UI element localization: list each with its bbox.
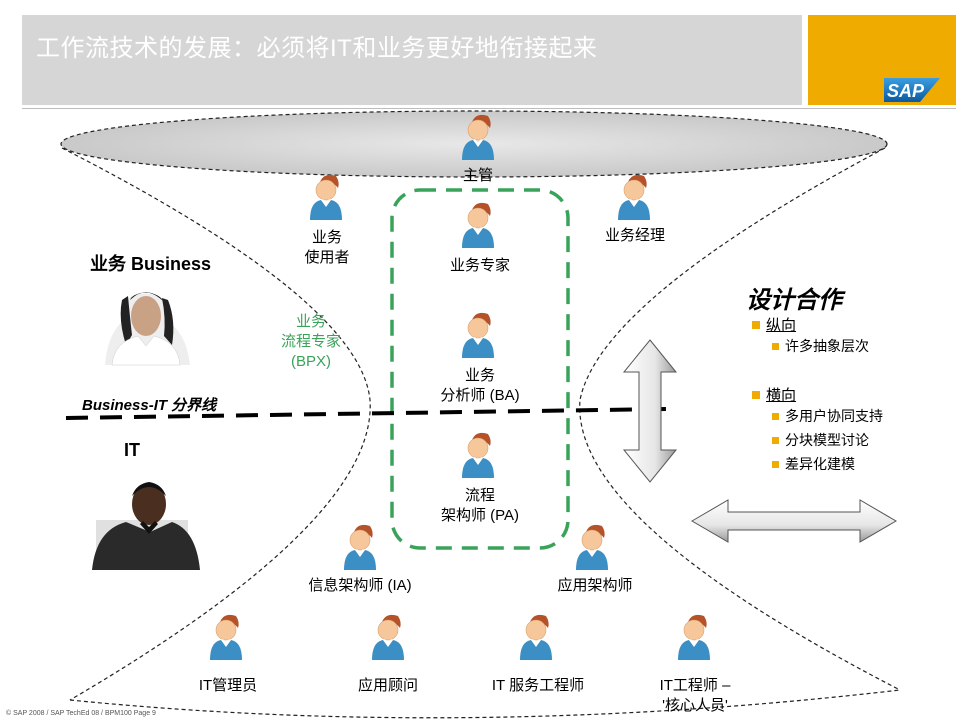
funnel-right-edge bbox=[579, 147, 901, 691]
business-user-line1: 业务 bbox=[311, 229, 342, 246]
app-consultant-label: 应用顾问 bbox=[357, 677, 418, 694]
it-engineer-line2: '核心人员' bbox=[662, 697, 728, 714]
app-architect-person-icon bbox=[575, 524, 609, 571]
analyst-line1: 业务 bbox=[464, 367, 495, 384]
horizontal-item-2: 分块模型讨论 bbox=[772, 430, 869, 450]
business-zone-label: 业务 Business bbox=[90, 254, 212, 274]
app-architect-label: 应用架构师 bbox=[557, 577, 633, 594]
business-user-label: 业务 使用者 bbox=[292, 228, 362, 268]
process-architect-label: 流程 架构师 (PA) bbox=[410, 486, 550, 526]
businesswoman-photo bbox=[105, 292, 190, 366]
horizontal-label: 横向 bbox=[766, 387, 797, 404]
bpx-label: 业务 流程专家 (BPX) bbox=[266, 312, 356, 372]
collaboration-zone bbox=[390, 188, 570, 550]
horizontal-item-1: 多用户协同支持 bbox=[772, 406, 883, 426]
slide-title: 工作流技术的发展：必须将IT和业务更好地衔接起来 bbox=[36, 35, 598, 62]
vertical-item-1: 许多抽象层次 bbox=[772, 336, 869, 356]
bottom-ellipse bbox=[69, 689, 901, 719]
bpx-line1: 业务 bbox=[295, 313, 326, 330]
it-admin-person-icon bbox=[209, 614, 243, 661]
info-architect-person-icon bbox=[343, 524, 377, 571]
horizontal-double-arrow bbox=[691, 499, 897, 543]
vertical-item-text: 许多抽象层次 bbox=[785, 338, 869, 354]
business-expert-label: 业务专家 bbox=[449, 257, 510, 274]
it-engineer-person-icon bbox=[677, 614, 711, 661]
supervisor-label: 主管 bbox=[462, 167, 493, 184]
header-divider bbox=[22, 108, 956, 109]
horizontal-bullet: 横向 bbox=[752, 384, 796, 405]
analyst-label: 业务 分析师 (BA) bbox=[420, 366, 540, 406]
process-architect-person-icon bbox=[461, 432, 495, 479]
process-architect-line2: 架构师 (PA) bbox=[440, 507, 520, 524]
app-consultant-person-icon bbox=[371, 614, 405, 661]
it-service-engineer-label: IT 服务工程师 bbox=[491, 677, 585, 694]
vertical-label: 纵向 bbox=[766, 317, 797, 334]
sub-bullet-icon bbox=[772, 343, 779, 350]
copyright-footer: © SAP 2008 / SAP TechEd 08 / BPM100 Page… bbox=[6, 710, 156, 717]
it-admin-label: IT管理员 bbox=[198, 677, 258, 694]
business-manager-person-icon bbox=[617, 174, 651, 221]
it-engineer-label: IT工程师 – '核心人员' bbox=[630, 676, 760, 716]
bullet-square-icon bbox=[752, 321, 760, 329]
business-user-person-icon bbox=[309, 174, 343, 221]
analyst-person-icon bbox=[461, 312, 495, 359]
brand-block bbox=[808, 15, 956, 105]
logo-text: SAP bbox=[887, 81, 925, 101]
design-cooperation-title: 设计合作 bbox=[746, 287, 842, 314]
funnel-left-edge bbox=[61, 147, 371, 701]
horizontal-item-text: 差异化建模 bbox=[785, 456, 855, 472]
bpx-line3: (BPX) bbox=[290, 353, 331, 370]
horizontal-item-text: 多用户协同支持 bbox=[785, 408, 883, 424]
it-service-engineer-person-icon bbox=[519, 614, 553, 661]
title-bar bbox=[22, 15, 802, 105]
info-architect-label: 信息架构师 (IA) bbox=[308, 577, 412, 594]
business-manager-label: 业务经理 bbox=[604, 227, 665, 244]
sub-bullet-icon bbox=[772, 461, 779, 468]
boundary-label: Business-IT 分界线 bbox=[82, 397, 217, 414]
sub-bullet-icon bbox=[772, 437, 779, 444]
horizontal-item-3: 差异化建模 bbox=[772, 454, 855, 474]
business-expert-person-icon bbox=[461, 202, 495, 249]
analyst-line2: 分析师 (BA) bbox=[440, 387, 520, 404]
process-architect-line1: 流程 bbox=[464, 487, 495, 504]
it-zone-label: IT bbox=[124, 440, 140, 460]
business-user-line2: 使用者 bbox=[304, 249, 350, 266]
vertical-bullet: 纵向 bbox=[752, 314, 796, 335]
vertical-double-arrow bbox=[622, 339, 678, 483]
bullet-square-icon bbox=[752, 391, 760, 399]
bpx-line2: 流程专家 bbox=[280, 333, 341, 350]
businessman-photo bbox=[92, 482, 200, 570]
sub-bullet-icon bbox=[772, 413, 779, 420]
it-engineer-line1: IT工程师 – bbox=[659, 677, 731, 694]
horizontal-item-text: 分块模型讨论 bbox=[785, 432, 869, 448]
sap-logo: SAP bbox=[884, 78, 940, 102]
